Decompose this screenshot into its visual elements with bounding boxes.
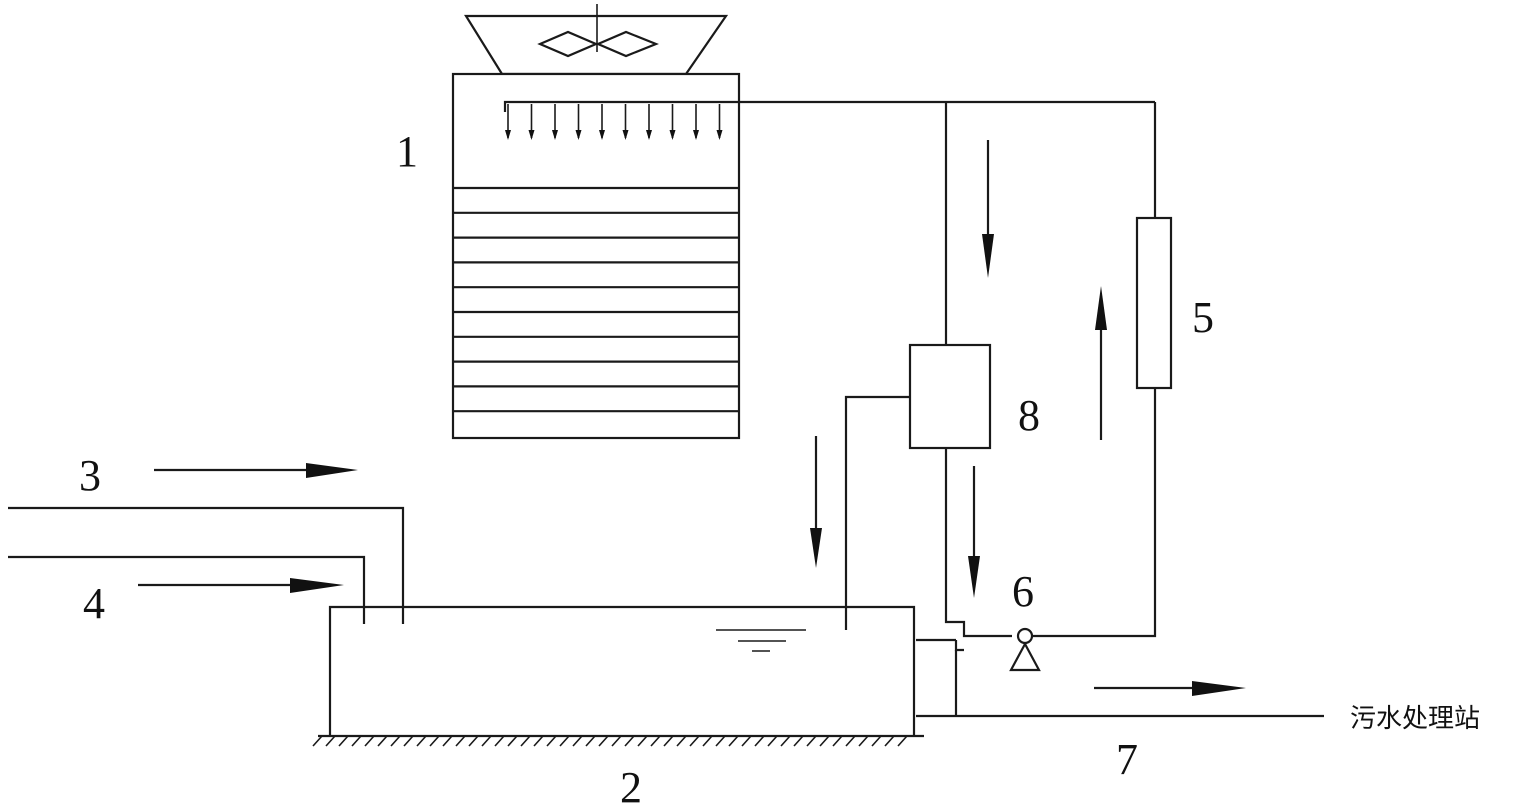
label-unit-5: 5 [1192,293,1214,342]
hatch-mark [806,735,817,747]
hatch-mark [520,735,531,747]
spray-nozzles [505,104,723,140]
hatch-mark [559,735,570,747]
label-inlet-3: 3 [79,451,101,500]
spray-nozzle-tip [505,130,511,140]
hatch-mark [676,735,687,747]
hatch-mark [819,735,830,747]
arrow-right-inlet-4 [138,578,344,593]
label-sewage-station: 污水处理站 [1350,704,1480,734]
pump-base [1009,641,1041,672]
pump-6 [1009,627,1041,672]
hatch-mark [494,735,505,747]
spray-nozzle-tip [528,130,535,140]
hatch-mark [767,735,778,747]
pipe-crossover [954,640,964,652]
hatch-mark [650,735,661,747]
arrow-down-to-pump [968,466,980,598]
spray-nozzle-tip [599,130,605,140]
hatch-mark [468,735,479,747]
hatch-mark [325,735,336,747]
hatch-mark [403,735,414,747]
hatch-mark [481,735,492,747]
labels: 1 2 3 4 5 6 7 8 污水处理站 [79,127,1480,810]
spray-nozzle-tip [552,130,558,140]
arrow-up-unit-5 [1095,286,1107,440]
hatch-mark [741,735,752,747]
spray-nozzle-tip [716,130,723,140]
pipe-inlet-4 [8,555,366,624]
label-inlet-4: 4 [83,579,105,628]
label-water-tank: 2 [620,763,642,810]
unit-8-box [908,343,992,450]
cooling-tower [451,4,1155,440]
label-unit-8: 8 [1018,391,1040,440]
spray-nozzle-tip [622,130,629,140]
hatch-mark [533,735,544,747]
hatch-mark [728,735,739,747]
arrow-down-to-tank [810,436,822,568]
fan-blade-right [595,30,659,58]
hatch-mark [338,735,349,747]
hatch-mark [585,735,596,747]
arrow-right-inlet-3 [154,463,358,478]
tower-body [451,72,741,440]
hatch-mark [702,735,713,747]
hatch-mark [598,735,609,747]
hatch-mark [390,735,401,747]
hatch-mark [611,735,622,747]
hatch-mark [689,735,700,747]
water-tank [312,605,924,747]
hatch-mark [416,735,427,747]
hatch-mark [897,735,908,747]
label-pump-6: 6 [1012,567,1034,616]
hatch-mark [715,735,726,747]
arrow-down-tower-return [982,140,994,278]
hatch-mark [455,735,466,747]
hatch-mark [637,735,648,747]
arrow-right-drain [1094,681,1246,696]
hatch-mark [845,735,856,747]
hatch-mark [624,735,635,747]
flow-arrows [138,140,1246,696]
hatch-mark [312,735,323,747]
hatch-mark [858,735,869,747]
hatch-mark [793,735,804,747]
hatch-mark [754,735,765,747]
hatch-mark [546,735,557,747]
spray-header-pipe [503,100,1155,112]
hatch-mark [364,735,375,747]
pump-impeller [1016,627,1034,645]
ground-hatch [312,735,908,747]
hatch-mark [832,735,843,747]
tank-walls [328,605,916,736]
hatch-mark [351,735,362,747]
hatch-mark [780,735,791,747]
hatch-mark [442,735,453,747]
fill-slats [453,186,739,413]
label-cooling-tower: 1 [396,127,418,176]
hatch-mark [871,735,882,747]
fan-blade-left [537,30,599,58]
hatch-mark [572,735,583,747]
hatch-mark [507,735,518,747]
hatch-mark [663,735,674,747]
pipe-unit-8-to-pump [944,448,1012,638]
piping [8,102,1324,718]
pipe-unit-5-bottom [1030,388,1157,638]
unit-5-box [1135,216,1173,390]
pipe-unit-8-to-tank [844,395,910,630]
spray-nozzle-tip [669,130,676,140]
spray-nozzle-tip [646,130,652,140]
pipe-inlet-3 [8,506,405,624]
hatch-mark [429,735,440,747]
label-drain-7: 7 [1116,735,1138,784]
spray-nozzle-tip [575,130,582,140]
spray-nozzle-tip [693,130,699,140]
hatch-mark [377,735,388,747]
hatch-mark [884,735,895,747]
